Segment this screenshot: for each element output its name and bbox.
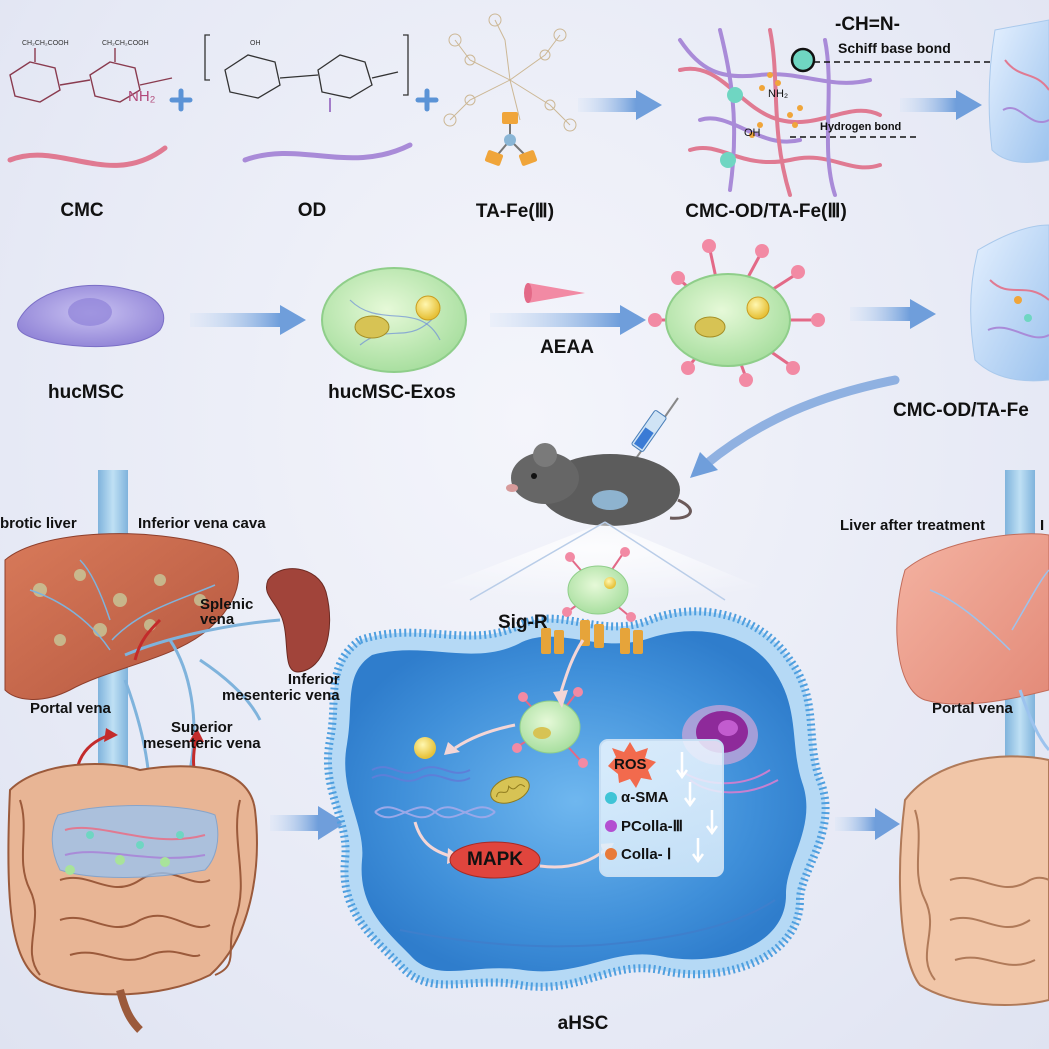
spleen-icon <box>266 568 331 673</box>
mapk-badge <box>449 841 541 879</box>
flow-arrow-head <box>189 728 204 742</box>
node-icon <box>720 152 736 168</box>
cmc-chem-label: CH₂CH₂COOH <box>102 40 149 47</box>
cmc-chem-label: CH₂CH₂COOH <box>22 40 69 47</box>
intestines-icon <box>899 755 1049 1006</box>
polymer-network-icon <box>678 28 882 197</box>
arrow-head-icon <box>690 452 718 478</box>
release-arrow-icon <box>454 723 516 750</box>
mapk-label: MAPK <box>467 849 523 870</box>
fibrotic-liver-icon <box>4 533 239 700</box>
cmc-strand-icon <box>7 145 168 168</box>
pcolla-label: PColla-Ⅲ <box>621 818 684 835</box>
portal-vena-right-label: Portal vena <box>932 700 1013 717</box>
od-label: OD <box>297 200 327 221</box>
down-arrow-icon <box>675 752 719 864</box>
colla-label: Colla- Ⅰ <box>621 846 672 863</box>
aeaa-exosome-icon <box>648 239 825 387</box>
hucmsc-label: hucMSC <box>48 382 124 403</box>
ros-label: ROS <box>614 756 647 773</box>
exos-label: hucMSC-Exos <box>328 382 456 403</box>
intestines-icon <box>7 763 258 1033</box>
hydrogel-cube-icon <box>970 224 1049 382</box>
aeaa-exosome-icon <box>562 547 636 622</box>
arrow-icon <box>835 808 900 840</box>
od-strand-icon <box>242 142 413 163</box>
nh2-label: NH₂ <box>768 88 789 100</box>
ta-fe-label: TA-Fe(Ⅲ) <box>475 201 555 222</box>
sig-r-label: Sig-R <box>498 612 548 633</box>
zoom-line <box>604 521 726 601</box>
nucleus-icon <box>68 298 112 326</box>
inf-mesenteric-label: Inferior mesenteric vena <box>222 671 340 704</box>
splenic-vena-label: Splenic vena <box>200 596 254 628</box>
cmc-label: CMC <box>60 200 104 221</box>
gel-label: CMC-OD/TA-Fe(Ⅲ) <box>685 201 847 222</box>
vesicle-icon <box>415 295 441 321</box>
plus-icon <box>169 88 193 112</box>
ahsc-label: aHSC <box>557 1013 609 1034</box>
tannic-acid-icon <box>443 13 577 132</box>
mitochondrion-icon <box>490 776 530 804</box>
plus-icon <box>415 88 439 112</box>
sup-mesenteric-label: Superior mesenteric vena <box>143 719 261 752</box>
portal-vena-label: Portal vena <box>30 700 111 717</box>
flow-arrow-head <box>104 728 118 742</box>
fibrosis-nodules-icon <box>33 569 206 646</box>
arrow-icon <box>578 90 662 120</box>
arrow-icon <box>900 90 982 120</box>
oh-label: OH <box>744 127 761 139</box>
arrow-icon <box>700 375 900 470</box>
exosome-icon <box>321 267 467 373</box>
schiff-formula: -CH=N- <box>835 14 900 35</box>
ros-burst-icon <box>608 742 656 788</box>
mitochondrion-icon <box>354 315 390 339</box>
od-chem-label: OH <box>250 40 261 47</box>
ivc-label: Inferior vena cava <box>138 515 266 532</box>
iron-complex-icon <box>484 112 538 166</box>
aeaa-label: AEAA <box>540 337 594 358</box>
pcolla-dot-icon <box>605 820 617 832</box>
dna-icon <box>374 806 496 819</box>
aeaa-ligand-icon <box>524 283 585 303</box>
liver-vessels-icon <box>29 559 216 651</box>
liver-vessels-icon <box>929 569 1049 651</box>
hydrogen-bond-label: Hydrogen bond <box>820 121 902 133</box>
mouse-icon <box>506 443 692 526</box>
cmc-structure <box>9 48 173 103</box>
mrna-icon <box>371 766 471 782</box>
portal-vessels-icon <box>1018 689 1049 752</box>
arrow-icon <box>270 806 345 840</box>
iron-cluster-icon <box>749 72 803 138</box>
liver-after-label: Liver after treatment <box>840 517 986 534</box>
ahsc-cell-icon <box>323 607 830 991</box>
gel-label-cut: CMC-OD/TA-Fe <box>893 400 1029 421</box>
hydrogel-cube-icon <box>988 19 1049 163</box>
schiff-bond-label: Schiff base bond <box>838 40 951 56</box>
alpha-sma-label: α-SMA <box>621 789 669 806</box>
pathway-arrow-icon <box>413 821 451 858</box>
arrow-icon <box>190 305 306 335</box>
sigma-receptor-icon <box>541 620 643 654</box>
od-structure <box>204 34 409 112</box>
flow-arrow-icon <box>133 618 162 661</box>
colla-dot-icon <box>605 848 617 860</box>
zoom-line <box>469 521 606 601</box>
alpha-sma-dot-icon <box>605 792 617 804</box>
cmc-amine-label: NH₂ <box>128 88 156 105</box>
hydrogel-patch-icon <box>51 805 219 878</box>
healthy-liver-icon <box>896 533 1049 705</box>
schiff-bond-highlight-icon <box>790 47 816 73</box>
fibrotic-liver-label: brotic liver <box>0 515 77 532</box>
node-icon <box>727 87 743 103</box>
internalized-exosome-icon <box>512 687 588 768</box>
arrow-icon <box>490 305 646 335</box>
arrow-icon <box>850 299 936 329</box>
vesicle-icon <box>414 737 436 759</box>
right-cut-label: I <box>1040 517 1045 534</box>
